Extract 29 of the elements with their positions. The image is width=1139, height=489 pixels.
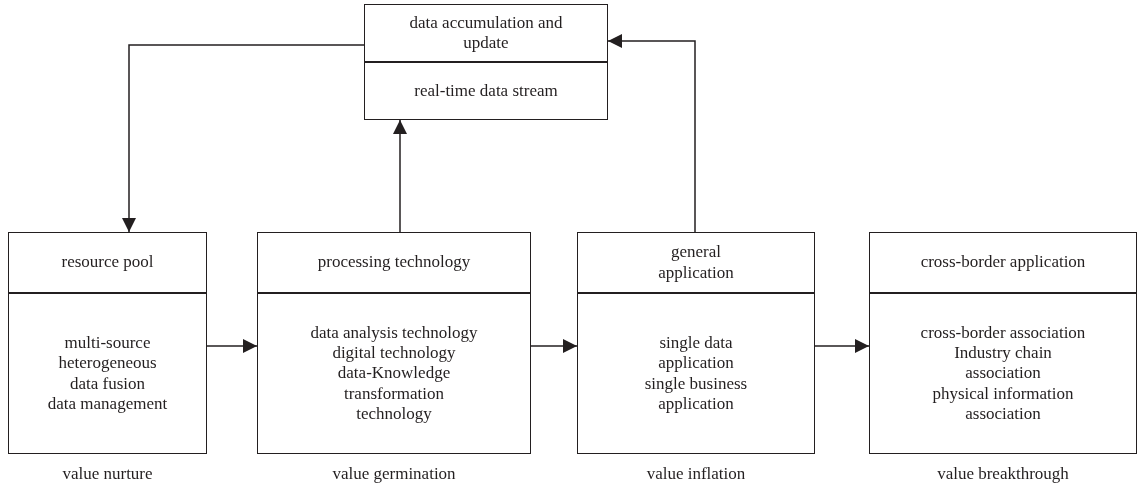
arrow	[814, 339, 870, 353]
box-heading: general application	[578, 233, 814, 294]
box-heading: cross-border application	[870, 233, 1136, 294]
box-text: single business application	[643, 373, 749, 415]
box-text: real-time data stream	[414, 80, 558, 102]
box-text: Industry chain association	[953, 342, 1053, 384]
box-heading: resource pool	[9, 233, 206, 294]
stage-caption: value inflation	[645, 464, 747, 484]
box-text: data management	[47, 393, 168, 415]
arrow	[393, 119, 407, 233]
box-heading: data accumulation and update	[365, 5, 607, 63]
box-text: data analysis technology	[310, 322, 478, 343]
stage-caption: value nurture	[61, 464, 154, 484]
arrow	[122, 44, 365, 233]
stage-caption: value breakthrough	[936, 464, 1070, 484]
box-text: cross-border association	[920, 322, 1086, 343]
stage-caption: value germination	[331, 464, 457, 484]
box-text: digital technology	[332, 342, 456, 364]
box-text: data-Knowledge transformation technology	[336, 363, 452, 425]
process-box	[364, 4, 608, 120]
process-box	[869, 232, 1137, 454]
arrow	[530, 339, 578, 353]
process-box	[8, 232, 207, 454]
arrow	[206, 339, 258, 353]
process-box	[257, 232, 531, 454]
box-heading: processing technology	[258, 233, 530, 294]
arrow	[607, 34, 696, 233]
process-box	[577, 232, 815, 454]
box-text: physical information association	[931, 383, 1075, 425]
